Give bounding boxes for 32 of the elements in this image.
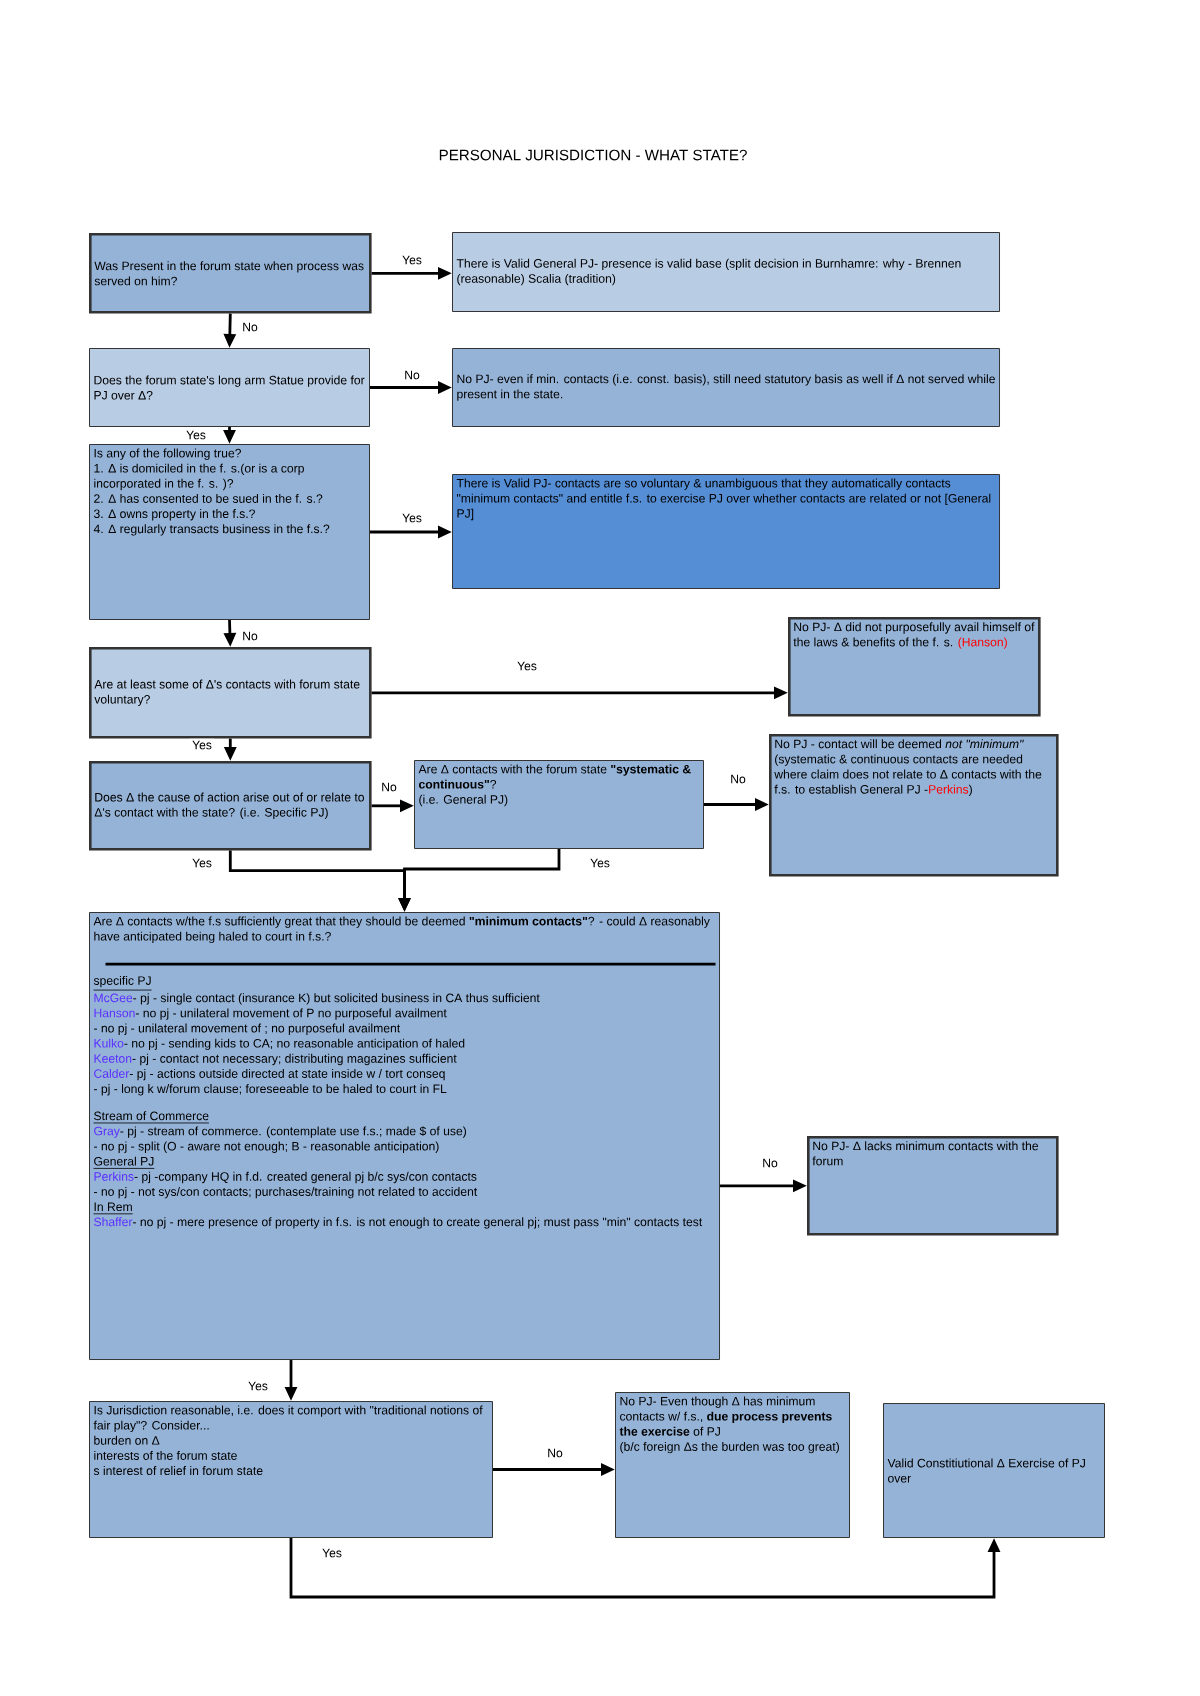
edge-label: No — [545, 1446, 565, 1460]
edge-label: Yes — [184, 428, 208, 442]
edge-label: No — [728, 772, 748, 786]
decision-box: Is any of the following true? 1. Δ is domiciled in the f. s.(or is a corp incorporated in the f. s. )? 2. Δ has consented to be sued in the f. s.? 3. Δ owns property in the f.s.? 4. Δ regularly transacts business in the f.s.? — [89, 444, 370, 620]
decision-box: Are Δ contacts w/the f.s sufficiently great that they should be deemed "minimum contacts"? - could Δ reasonably have anticipated being haled to court in f.s.? specific PJ McGee- pj - single contact (insurance K) but solicited business in CA thus sufficient Hanson- no pj - unilateral movement of P no purposeful availment - no pj - unilateral movement of ; no purposeful availment Kulko- no pj - sending kids to CA; no reasonable anticipation of haled Keeton- pj - contact not necessary; distributing magazines sufficient Calder- pj - actions outside directed at state inside w / tort conseq - pj - long k w/forum clause; foreseeable to be haled to court in FL Stream of Commerce Gray- pj - stream of commerce. (contemplate use f.s.; made $ of use) - no pj - split (O - aware not enough; B - reasonable anticipation) General PJ Perkins- pj -company HQ in f.d. created general pj b/c sys/con contacts - no pj - not sys/con contacts; purchases/training not related to accident In Rem Shaffer- no pj - mere presence of property in f.s. is not enough to create general pj; must pass "min" contacts test — [89, 912, 720, 1361]
edge-label: No — [402, 368, 422, 382]
result-box: No PJ- even if min. contacts (i.e. const. basis), still need statutory basis as well if Δ not served while present in the state. — [452, 348, 1000, 427]
result-box: No PJ- Δ did not purposefully avail himself of the laws & benefits of the f. s. (Hanson) — [788, 617, 1041, 717]
edge-label: No — [379, 780, 399, 794]
decision-box: Does the forum state's long arm Statue provide for PJ over Δ? — [89, 348, 370, 427]
result-box: There is Valid General PJ- presence is valid base (split decision in Burnhamre: why - Brennen (reasonable) Scalia (tradition) — [452, 232, 1000, 312]
edge-label: No — [240, 320, 260, 334]
edge-label: Yes — [588, 856, 612, 870]
decision-box: Are Δ contacts with the forum state "systematic & continuous"? (i.e. General PJ) — [414, 760, 704, 849]
result-box: No PJ- Δ lacks minimum contacts with the forum — [807, 1136, 1059, 1236]
edge-label: Yes — [320, 1546, 344, 1560]
decision-box: Does Δ the cause of action arise out of or relate to Δ's contact with the state? (i.e. Specific PJ) — [89, 761, 372, 851]
decision-box: Was Present in the forum state when process was served on him? — [89, 233, 372, 314]
edge-label: Yes — [515, 659, 539, 673]
edge-label: Yes — [400, 511, 424, 525]
result-box: No PJ- Even though Δ has minimum contacts w/ f.s., due process prevents the exercise of PJ (b/c foreign Δs the burden was too great) — [615, 1392, 850, 1539]
title: PERSONAL JURISDICTION - WHAT STATE? — [439, 149, 747, 161]
edge-label: No — [240, 629, 260, 643]
edge-label: No — [760, 1156, 780, 1170]
edge-label: Yes — [400, 253, 424, 267]
result-box: No PJ - contact will be deemed not "minimum" (systematic & continuous contacts are needed where claim does not relate to Δ contacts with the f.s. to establish General PJ -Perkins) — [769, 734, 1059, 877]
decision-box: Are at least some of Δ's contacts with forum state voluntary? — [89, 647, 372, 739]
decision-box: Is Jurisdiction reasonable, i.e. does it comport with "traditional notions of fair play"? Consider... burden on Δ interests of the forum state s interest of relief in forum state — [89, 1401, 493, 1538]
result-box: There is Valid PJ- contacts are so voluntary & unambiguous that they automatically contacts "minimum contacts" and entitle f.s. to exercise PJ over whether contacts are related or not [General PJ] — [452, 474, 1000, 589]
edge-label: Yes — [190, 856, 214, 870]
result-box: Valid Constitiutional Δ Exercise of PJ over — [883, 1403, 1105, 1538]
edge-label: Yes — [246, 1379, 270, 1393]
